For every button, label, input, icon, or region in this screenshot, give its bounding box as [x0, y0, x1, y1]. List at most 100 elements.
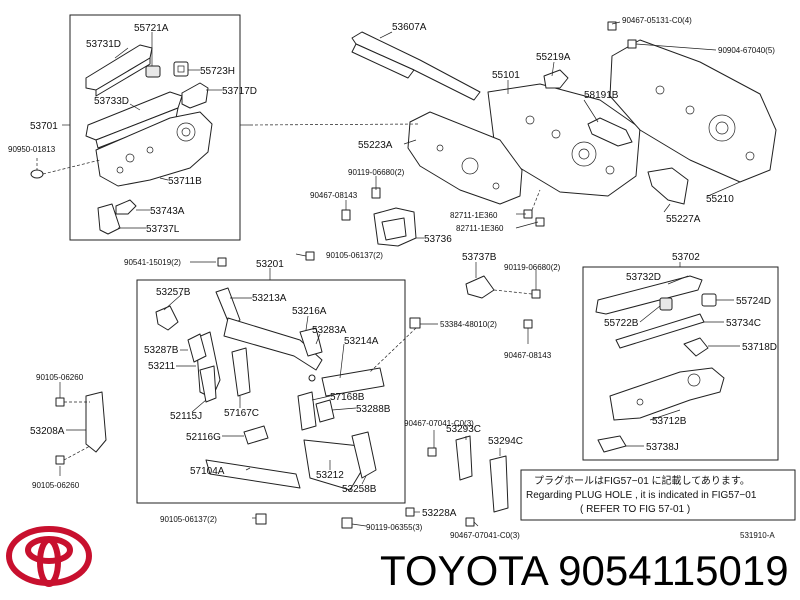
label-90105-06137-top: 90105-06137(2) [326, 251, 383, 260]
part-53257b [155, 305, 179, 331]
label-90105-06260-top: 90105-06260 [36, 373, 84, 382]
label-55722b: 55722B [604, 318, 639, 329]
label-53287b: 53287B [144, 345, 179, 356]
label-53288b: 53288B [356, 404, 391, 415]
label-53732d: 53732D [626, 272, 661, 283]
group-box-53701 [69, 14, 241, 241]
label-53737l: 53737L [146, 224, 180, 235]
label-55219a: 55219A [536, 52, 571, 63]
label-90467-05131-c0: 90467-05131-C0(4) [622, 16, 692, 25]
label-53211: 53211 [148, 361, 176, 372]
label-90904-67040: 90904-67040(5) [718, 46, 775, 55]
part-clips [341, 21, 637, 227]
label-53216a: 53216A [292, 306, 327, 317]
label-53201: 53201 [256, 259, 284, 270]
toyota-logo-ellipses [6, 526, 92, 587]
part-58191b [587, 117, 633, 147]
part-53736-bracket [373, 207, 417, 247]
label-53257b: 53257B [156, 287, 191, 298]
label-53208a: 53208A [30, 426, 65, 437]
part-53293c [455, 435, 473, 481]
label-90541-15019: 90541-15019(2) [124, 258, 181, 267]
label-58191b: 58191B [584, 90, 619, 101]
part-53718d [683, 337, 709, 357]
group-box-53702 [582, 266, 779, 461]
label-53258b: 53258B [342, 484, 377, 495]
label-90119-06680-top: 90119-06680(2) [348, 168, 405, 177]
label-53711b: 53711B [168, 176, 202, 187]
part-53208a [85, 391, 107, 453]
part-55227a [647, 167, 689, 205]
note-line-1: プラグホールはFIG57−01 に記載してあります。 [534, 474, 750, 487]
label-90467-08143-top: 90467-08143 [310, 191, 358, 200]
label-53212: 53212 [316, 470, 344, 481]
brand-part-number: TOYOTA 9054115019 [380, 547, 789, 594]
part-55223a [407, 111, 523, 205]
part-57104a [205, 459, 301, 489]
part-53288b [315, 399, 335, 423]
part-57168b [297, 391, 317, 431]
label-90467-08143-mid: 90467-08143 [504, 351, 552, 360]
label-53717d: 53717D [222, 86, 257, 97]
label-90467-07041-c0-top: 90467-07041-C0(3) [404, 419, 474, 428]
label-57104a: 57104A [190, 466, 225, 477]
part-53731d [85, 44, 153, 97]
label-55227a: 55227A [666, 214, 701, 225]
leader-lines [36, 21, 741, 527]
part-labels: 55721A 53731D 55723H 53717D 53733D 53701… [8, 16, 777, 540]
label-53293c: 53293C [446, 424, 481, 435]
label-52116g: 52116G [186, 432, 221, 443]
part-53212 [303, 439, 363, 491]
label-53731d: 53731D [86, 39, 121, 50]
label-53228a: 53228A [422, 508, 457, 519]
part-55721a [145, 65, 161, 78]
plug-hole-note: プラグホールはFIG57−01 に記載してあります。 Regarding PLU… [520, 469, 796, 521]
label-55101: 55101 [492, 70, 520, 81]
part-55210-dash-silencer [609, 39, 777, 183]
label-82711-1e360-a: 82711-1E360 [450, 211, 498, 220]
label-53283a: 53283A [312, 325, 347, 336]
part-53732d [595, 275, 703, 315]
part-55723h [173, 61, 189, 77]
label-53607a: 53607A [392, 22, 427, 33]
part-55722b [659, 297, 673, 311]
part-53738j [597, 435, 627, 453]
label-53384-48010: 53384-48010(2) [440, 320, 497, 329]
part-53711b [95, 111, 213, 187]
label-53718d: 53718D [742, 342, 777, 353]
label-52115j: 52115J [170, 411, 202, 422]
label-53214a: 53214A [344, 336, 379, 347]
part-55219a [543, 69, 569, 89]
part-53287b [187, 333, 207, 363]
label-90950-01813: 90950-01813 [8, 145, 56, 154]
part-53712b [609, 367, 725, 421]
label-53736: 53736 [424, 234, 452, 245]
label-53712b: 53712B [652, 416, 687, 427]
diagram-id: 531910-A [740, 531, 775, 540]
part-53717d [181, 82, 209, 109]
label-82711-1e360-b: 82711-1E360 [456, 224, 504, 233]
label-55210: 55210 [706, 194, 734, 205]
part-53213a [215, 287, 241, 327]
part-90950-grommet [30, 169, 44, 179]
label-53701: 53701 [30, 121, 58, 132]
label-90467-07041-c0-bottom: 90467-07041-C0(3) [450, 531, 520, 540]
label-55223a: 55223A [358, 140, 393, 151]
label-90105-06137-bottom: 90105-06137(2) [160, 515, 217, 524]
label-53213a: 53213A [252, 293, 287, 304]
part-53743a [115, 199, 137, 215]
part-55724d [701, 293, 717, 307]
part-53737l [97, 203, 121, 235]
label-53737b: 53737B [462, 252, 497, 263]
label-55724d: 55724D [736, 296, 771, 307]
label-53702: 53702 [672, 252, 700, 263]
label-55723h: 55723H [200, 66, 235, 77]
label-53743a: 53743A [150, 206, 185, 217]
part-52116g [243, 425, 269, 445]
part-53733d [85, 91, 183, 149]
toyota-logo [6, 526, 92, 587]
group-box-53201 [136, 279, 406, 504]
label-55721a: 55721A [134, 23, 169, 34]
part-53294c [489, 455, 509, 513]
